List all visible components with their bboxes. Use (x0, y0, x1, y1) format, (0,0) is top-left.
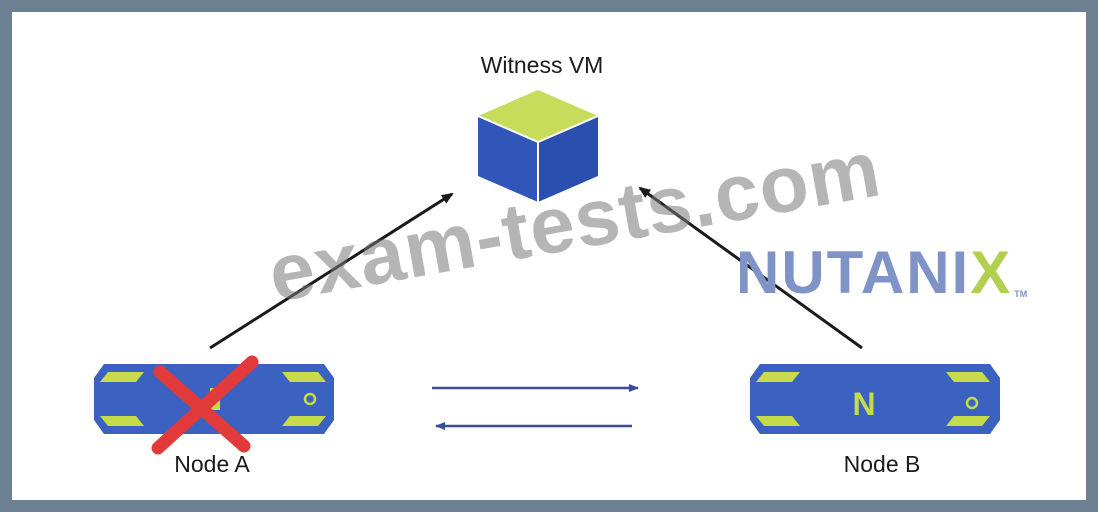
logo-main-text: NUTANI (736, 239, 971, 306)
node-b-server-icon: N (750, 364, 1000, 434)
node-a-label: Node A (174, 451, 250, 477)
arrow-node-b-to-witness (638, 186, 863, 350)
witness-vm-label: Witness VM (480, 52, 604, 78)
node-b-label: Node B (843, 451, 921, 477)
node-a-failed-cross-icon (151, 355, 259, 455)
witness-cube-icon (477, 90, 599, 202)
logo-tm-text: TM (1014, 289, 1028, 299)
node-b-letter: N (852, 386, 875, 422)
diagram-canvas: N (94, 90, 1000, 455)
arrow-node-a-to-witness (209, 192, 454, 350)
logo-x-text: X (970, 239, 1013, 306)
